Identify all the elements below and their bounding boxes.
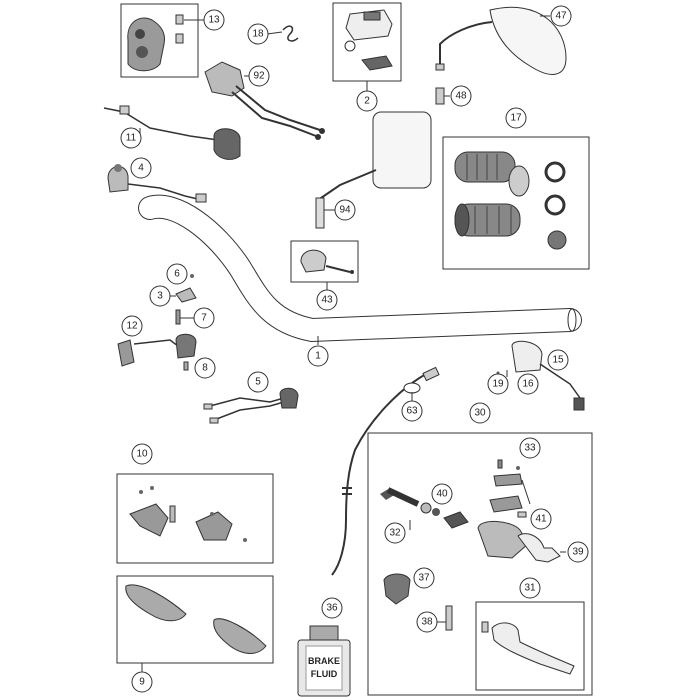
svg-text:19: 19 [492, 379, 504, 390]
callout-7: 7 [193, 307, 215, 329]
callout-10: 10 [131, 443, 153, 465]
svg-text:94: 94 [339, 205, 351, 216]
callout-31: 31 [519, 577, 541, 599]
mirror-right [435, 6, 567, 75]
svg-text:2: 2 [364, 96, 370, 107]
clamp-parts-3-6-7 [168, 274, 197, 325]
svg-text:11: 11 [126, 133, 137, 144]
svg-text:48: 48 [455, 91, 467, 102]
callout-18: 18 [247, 23, 269, 45]
svg-text:92: 92 [253, 71, 265, 82]
callout-37: 37 [413, 567, 435, 589]
callout-32: 32 [384, 522, 406, 544]
callout-33: 33 [519, 437, 541, 459]
svg-text:40: 40 [436, 489, 448, 500]
svg-text:47: 47 [555, 11, 567, 22]
group-box-10 [116, 473, 274, 564]
callout-92: 92 [248, 65, 270, 87]
fluid-label-line2: FLUID [311, 669, 338, 679]
svg-text:36: 36 [326, 603, 338, 614]
svg-text:6: 6 [174, 269, 180, 280]
svg-text:3: 3 [157, 291, 163, 302]
switch-right-15 [496, 340, 585, 411]
callout-47: 47 [550, 5, 572, 27]
callout-41: 41 [530, 508, 552, 530]
left-switch-assembly [127, 14, 205, 72]
callout-5: 5 [247, 371, 269, 393]
handlebar-clamp [300, 249, 354, 290]
callout-36: 36 [321, 597, 343, 619]
svg-text:10: 10 [136, 449, 148, 460]
callout-17: 17 [505, 107, 527, 129]
callout-2: 2 [356, 90, 378, 112]
svg-text:30: 30 [474, 408, 486, 419]
svg-text:16: 16 [522, 379, 534, 390]
group-box-31 [475, 601, 585, 691]
callout-4: 4 [130, 157, 152, 179]
brake-hose [331, 366, 440, 576]
cable-assembly-11 [103, 105, 241, 160]
callout-16: 16 [517, 373, 539, 395]
group-box-30 [367, 432, 593, 696]
callout-40: 40 [431, 483, 453, 505]
callout-8: 8 [194, 357, 216, 379]
callout-1: 1 [307, 345, 329, 367]
callout-6: 6 [166, 263, 188, 285]
callout-12: 12 [121, 315, 143, 337]
svg-text:5: 5 [255, 377, 261, 388]
callout-39: 39 [567, 541, 589, 563]
svg-text:43: 43 [321, 295, 333, 306]
group-box-17 [442, 136, 590, 270]
group-box-9 [116, 575, 274, 664]
callout-11: 11 [120, 127, 142, 149]
svg-text:8: 8 [202, 363, 208, 374]
svg-text:32: 32 [389, 528, 401, 539]
svg-text:37: 37 [418, 573, 430, 584]
svg-text:7: 7 [201, 313, 207, 324]
callout-38: 38 [416, 611, 438, 633]
svg-text:17: 17 [510, 113, 522, 124]
svg-text:41: 41 [535, 514, 547, 525]
callout-30: 30 [469, 402, 491, 424]
callout-13: 13 [203, 9, 225, 31]
callout-3: 3 [149, 285, 171, 307]
svg-text:18: 18 [252, 29, 264, 40]
callout-94: 94 [334, 199, 356, 221]
svg-text:63: 63 [406, 406, 418, 417]
brake-master-cylinder-group [380, 459, 575, 675]
callout-63: 63 [401, 400, 423, 422]
callout-15: 15 [547, 349, 569, 371]
throttle-cable-housing [204, 61, 325, 140]
callout-19: 19 [487, 373, 509, 395]
spring-clip [266, 25, 299, 42]
mirror-nut [435, 87, 450, 105]
svg-text:4: 4 [138, 163, 144, 174]
fluid-label-line1: BRAKE [308, 656, 340, 666]
handguard-mounts [129, 486, 247, 542]
svg-text:13: 13 [208, 15, 220, 26]
group-box-13 [120, 3, 199, 78]
switch-cable-12 [117, 333, 197, 371]
brake-fluid-bottle: BRAKE FLUID [297, 625, 351, 697]
handlebar [138, 194, 582, 345]
group-box-43 [290, 240, 359, 283]
handlebar-grips [454, 151, 567, 250]
callout-48: 48 [450, 85, 472, 107]
svg-text:31: 31 [524, 583, 536, 594]
svg-text:9: 9 [139, 677, 145, 688]
svg-text:39: 39 [572, 547, 584, 558]
svg-text:33: 33 [524, 443, 536, 454]
svg-text:12: 12 [126, 321, 138, 332]
callout-43: 43 [316, 289, 338, 311]
mirror-left [315, 111, 432, 229]
clamp-holder [344, 9, 393, 92]
callout-9: 9 [131, 671, 153, 693]
svg-text:1: 1 [315, 351, 321, 362]
handguards [125, 584, 267, 672]
switch-5 [203, 387, 299, 424]
svg-text:15: 15 [552, 355, 564, 366]
svg-text:38: 38 [421, 617, 433, 628]
kill-switch-4 [107, 164, 207, 203]
